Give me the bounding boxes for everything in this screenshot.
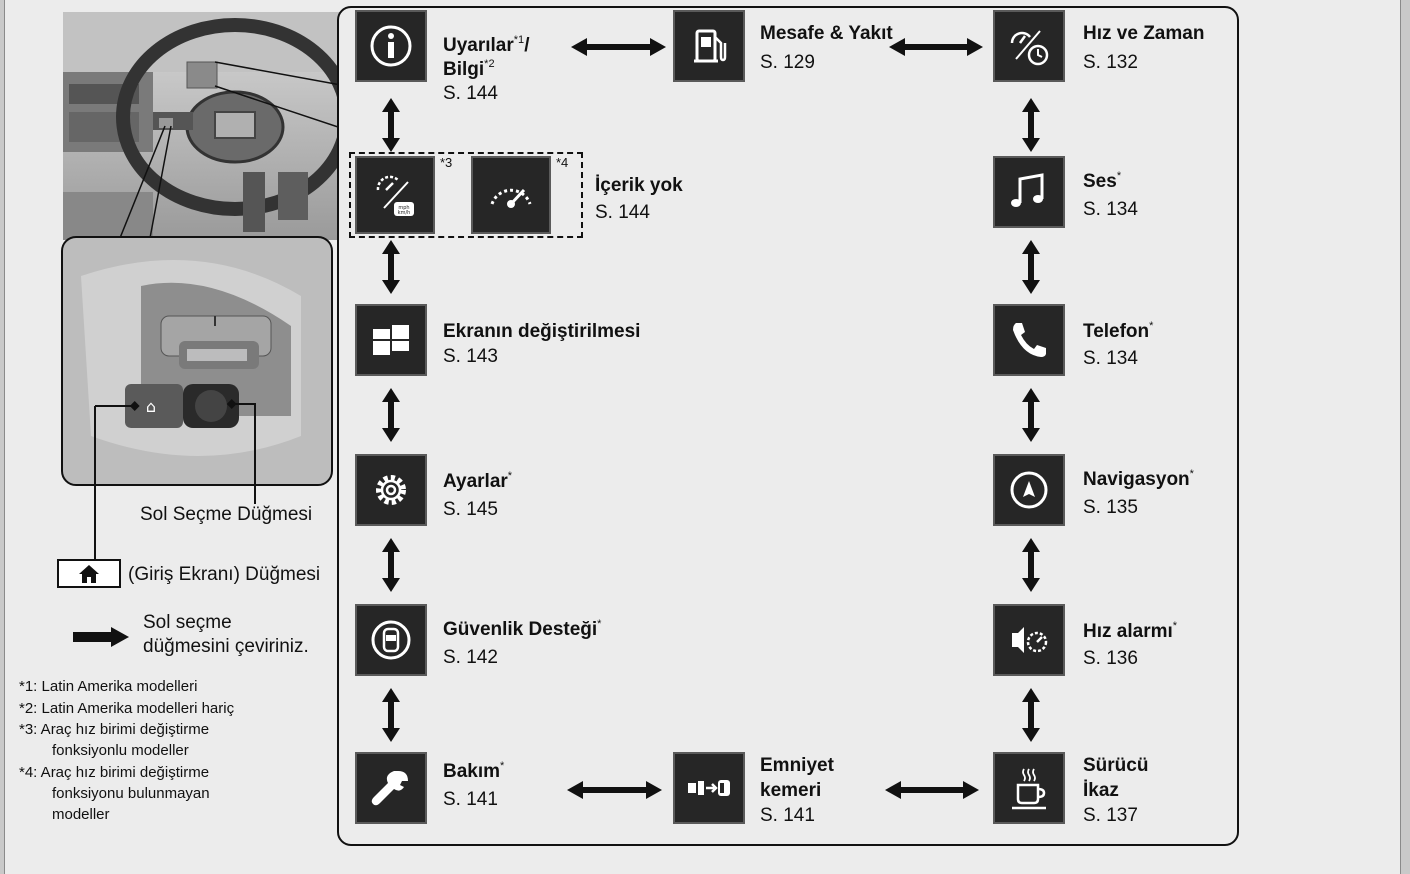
label-audio: Ses*: [1083, 170, 1122, 192]
tile-warnings[interactable]: [355, 10, 427, 82]
gear-icon: [376, 475, 406, 505]
page-navigation: S. 135: [1083, 497, 1138, 518]
navigation-icon: [1010, 471, 1048, 509]
tile-phone[interactable]: [993, 304, 1065, 376]
svg-text:⌂: ⌂: [146, 397, 156, 416]
page-speed-time: S. 132: [1083, 52, 1138, 73]
steering-wheel-illustration: [63, 12, 345, 240]
sup-3: *3: [440, 155, 453, 170]
label-settings: Ayarlar*: [443, 470, 513, 492]
page-warnings: S. 144: [443, 83, 498, 104]
tile-audio[interactable]: [993, 156, 1065, 228]
tile-speed-time[interactable]: [993, 10, 1065, 82]
tile-seatbelt[interactable]: [673, 752, 745, 824]
label-phone: Telefon*: [1083, 320, 1154, 342]
label-navigation: Navigasyon*: [1083, 468, 1194, 490]
page-maintenance: S. 141: [443, 789, 498, 810]
switch-panel-illustration: ⌂: [61, 236, 333, 486]
label-speed-alarm: Hız alarmı*: [1083, 620, 1178, 642]
left-selector-label: Sol Seçme Düğmesi: [140, 504, 313, 525]
coffee-cup-icon: [1012, 768, 1046, 810]
speed-time-icon: [1010, 30, 1049, 66]
footnote-1: *1: Latin Amerika modelleri: [19, 678, 198, 695]
label-maintenance: Bakım*: [443, 760, 505, 782]
home-button-label: (Giriş Ekranı) Düğmesi: [128, 564, 321, 585]
display-layout-icon: [373, 325, 409, 355]
page-display-change: S. 143: [443, 346, 498, 367]
label-range-fuel: Mesafe & Yakıt: [760, 23, 893, 44]
page-safety-support: S. 142: [443, 647, 498, 668]
callout-lines: [119, 61, 342, 239]
music-note-icon: [1011, 173, 1044, 207]
tile-driver-alert[interactable]: [993, 752, 1065, 824]
label-safety-support: Güvenlik Desteği*: [443, 618, 602, 640]
label-seatbelt-1: Emniyet: [760, 755, 834, 776]
tile-maintenance[interactable]: [355, 752, 427, 824]
page-audio: S. 134: [1083, 199, 1138, 220]
label-no-content: İçerik yok: [595, 175, 683, 196]
tile-navigation[interactable]: [993, 454, 1065, 526]
page-phone: S. 134: [1083, 348, 1138, 369]
page-driver-alert: S. 137: [1083, 805, 1138, 826]
tile-settings[interactable]: [355, 454, 427, 526]
sup-4: *4: [556, 155, 569, 170]
page-seatbelt: S. 141: [760, 805, 815, 826]
wrench-icon: [371, 771, 408, 806]
info-icon: [370, 25, 412, 67]
no-content-group-box: [349, 152, 583, 238]
diagram-frame: ⌂ Sol Seçme Düğmesi (Giriş Ekranı) Düğme…: [4, 0, 1401, 874]
tile-speedometer[interactable]: [471, 156, 551, 234]
footnote-3b: fonksiyonlu modeller: [52, 742, 189, 759]
rotate-arrow-icon: [73, 627, 129, 647]
label-display-change: Ekranın değiştirilmesi: [443, 321, 641, 342]
speed-alarm-icon: [1012, 627, 1048, 653]
home-icon: [79, 564, 99, 583]
menu-panel: [337, 6, 1239, 846]
label-driver-alert-1: Sürücü: [1083, 755, 1149, 776]
footnote-3: *3: Araç hız birimi değiştirme: [19, 721, 210, 738]
page-range-fuel: S. 129: [760, 52, 815, 73]
phone-icon: [1013, 323, 1046, 357]
kmh-text: km/h: [398, 210, 411, 216]
speedometer-icon: [490, 188, 532, 208]
footnote-4c: modeller: [52, 806, 110, 823]
tile-speed-alarm[interactable]: [993, 604, 1065, 676]
safety-support-icon: [371, 620, 411, 660]
page-no-content: S. 144: [595, 202, 650, 223]
page-settings: S. 145: [443, 499, 498, 520]
flow-arrows: [382, 38, 1040, 799]
rotate-instruction-1: Sol seçme: [143, 612, 232, 633]
tile-display-change[interactable]: [355, 304, 427, 376]
tile-safety-support[interactable]: [355, 604, 427, 676]
footnote-4: *4: Araç hız birimi değiştirme: [19, 764, 210, 781]
label-seatbelt-2: kemeri: [760, 780, 822, 801]
tile-range-fuel[interactable]: [673, 10, 745, 82]
seatbelt-buckle-icon: [688, 780, 730, 796]
label-speed-time: Hız ve Zaman: [1083, 23, 1205, 44]
rotate-instruction-2: düğmesini çeviriniz.: [143, 636, 309, 657]
mph-text: mph: [398, 205, 409, 211]
leader-lines: [94, 399, 256, 560]
label-warnings: Uyarılar*1/: [443, 34, 530, 56]
label-warnings-2: Bilgi*2: [443, 58, 495, 80]
footnote-2: *2: Latin Amerika modelleri hariç: [19, 700, 235, 717]
home-icon-box: [57, 559, 121, 588]
footnote-4b: fonksiyonu bulunmayan: [52, 785, 210, 802]
label-driver-alert-2: İkaz: [1083, 780, 1119, 801]
page-speed-alarm: S. 136: [1083, 648, 1138, 669]
fuel-pump-icon: [694, 29, 727, 63]
